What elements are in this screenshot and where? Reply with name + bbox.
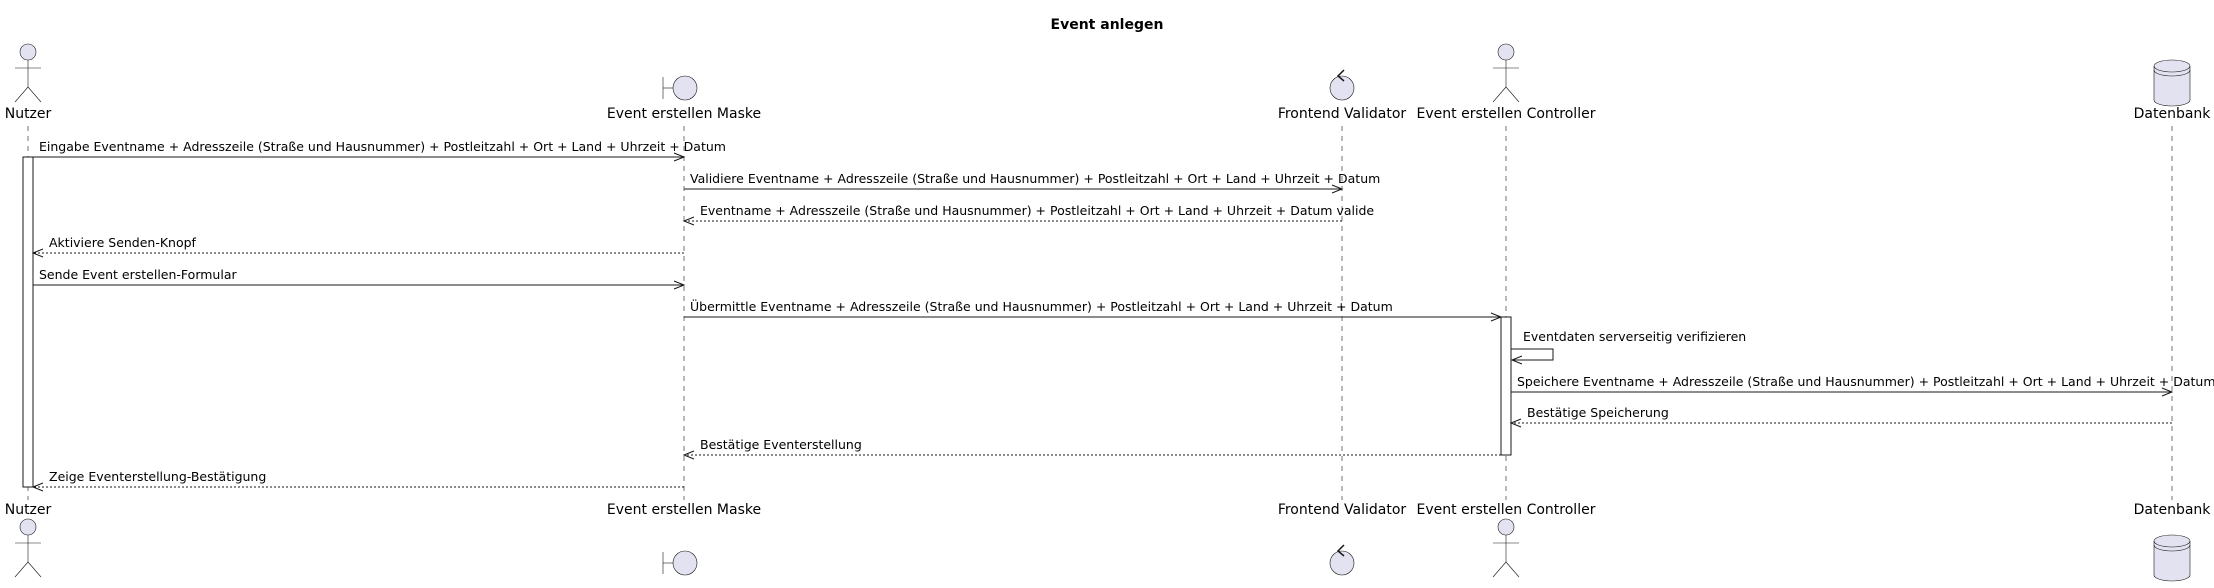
- participant-heads-bottom: Nutzer Event erstellen Maske Frontend Vali…: [5, 502, 2212, 582]
- message-10: Bestätige Eventerstellung: [682, 437, 1501, 460]
- message-label: Bestätige Speicherung: [1527, 405, 1669, 420]
- message-3: Eventname + Adresszeile (Straße und Haus…: [682, 203, 1374, 226]
- participant-maske-top: Event erstellen Maske: [607, 75, 761, 122]
- control-icon: [1329, 69, 1355, 101]
- message-label: Validiere Eventname + Adresszeile (Straß…: [690, 171, 1380, 186]
- message-5: Sende Event erstellen-Formular: [33, 267, 686, 290]
- participant-label: Datenbank: [2134, 502, 2212, 518]
- arrowhead-icon: [31, 482, 44, 492]
- boundary-icon: [662, 75, 698, 101]
- participant-controller-bottom: Event erstellen Controller: [1417, 502, 1596, 578]
- boundary-icon: [662, 550, 698, 576]
- participant-label: Nutzer: [5, 106, 52, 122]
- participant-label: Nutzer: [5, 502, 52, 518]
- message-label: Eventname + Adresszeile (Straße und Haus…: [700, 203, 1374, 218]
- message-label: Übermittle Eventname + Adresszeile (Stra…: [690, 298, 1393, 314]
- message-label: Zeige Eventerstellung-Bestätigung: [49, 469, 266, 484]
- participant-datenbank-top: Datenbank: [2134, 59, 2212, 122]
- arrowhead-icon: [1510, 355, 1523, 365]
- actor-icon: [14, 43, 42, 103]
- activation-bar-nutzer: [22, 156, 34, 488]
- message-4: Aktiviere Senden-Knopf: [31, 235, 684, 258]
- participant-heads-top: Nutzer Event erstellen Maske Frontend Vali…: [5, 43, 2212, 122]
- message-11: Zeige Eventerstellung-Bestätigung: [31, 469, 684, 492]
- participant-label: Frontend Validator: [1278, 502, 1407, 518]
- actor-icon: [1492, 518, 1520, 578]
- participant-controller-top: Event erstellen Controller: [1417, 43, 1596, 122]
- participant-label: Event erstellen Controller: [1417, 502, 1596, 518]
- arrowhead-icon: [1509, 418, 1522, 428]
- database-icon: [2153, 534, 2191, 582]
- activation-bars: [22, 156, 1512, 488]
- arrowhead-icon: [1331, 184, 1344, 194]
- participant-label: Event erstellen Maske: [607, 106, 761, 122]
- messages: Eingabe Eventname + Adresszeile (Straße …: [31, 139, 2214, 492]
- arrowhead-icon: [673, 152, 686, 162]
- message-label: Speichere Eventname + Adresszeile (Straß…: [1517, 374, 2214, 389]
- message-6: Übermittle Eventname + Adresszeile (Stra…: [684, 298, 1503, 322]
- message-2: Validiere Eventname + Adresszeile (Straß…: [684, 171, 1380, 194]
- participant-validator-bottom: Frontend Validator: [1278, 502, 1407, 576]
- activation-bar-controller: [1500, 316, 1512, 456]
- message-label: Eventdaten serverseitig verifizieren: [1523, 329, 1746, 344]
- participant-label: Event erstellen Controller: [1417, 106, 1596, 122]
- message-7: Eventdaten serverseitig verifizieren: [1510, 329, 1746, 365]
- message-label: Sende Event erstellen-Formular: [39, 267, 237, 282]
- arrowhead-icon: [682, 216, 695, 226]
- arrowhead-icon: [673, 280, 686, 290]
- arrowhead-icon: [2161, 387, 2174, 397]
- participant-nutzer-top: Nutzer: [5, 43, 52, 122]
- actor-icon: [14, 518, 42, 578]
- participant-label: Datenbank: [2134, 106, 2212, 122]
- control-icon: [1329, 544, 1355, 576]
- message-1: Eingabe Eventname + Adresszeile (Straße …: [33, 139, 726, 162]
- message-label: Aktiviere Senden-Knopf: [49, 235, 197, 250]
- participant-label: Frontend Validator: [1278, 106, 1407, 122]
- arrowhead-icon: [1490, 312, 1503, 322]
- arrowhead-icon: [31, 248, 44, 258]
- participant-label: Event erstellen Maske: [607, 502, 761, 518]
- participant-validator-top: Frontend Validator: [1278, 69, 1407, 122]
- database-icon: [2153, 59, 2191, 107]
- message-9: Bestätige Speicherung: [1509, 405, 2172, 428]
- diagram-title: Event anlegen: [1051, 17, 1164, 33]
- message-line: [1511, 348, 1554, 361]
- participant-nutzer-bottom: Nutzer: [5, 502, 52, 578]
- participant-datenbank-bottom: Datenbank: [2134, 502, 2212, 582]
- message-label: Bestätige Eventerstellung: [700, 437, 862, 452]
- message-8: Speichere Eventname + Adresszeile (Straß…: [1511, 374, 2214, 397]
- arrowhead-icon: [682, 450, 695, 460]
- actor-icon: [1492, 43, 1520, 103]
- participant-maske-bottom: Event erstellen Maske: [607, 502, 761, 576]
- message-label: Eingabe Eventname + Adresszeile (Straße …: [39, 139, 726, 154]
